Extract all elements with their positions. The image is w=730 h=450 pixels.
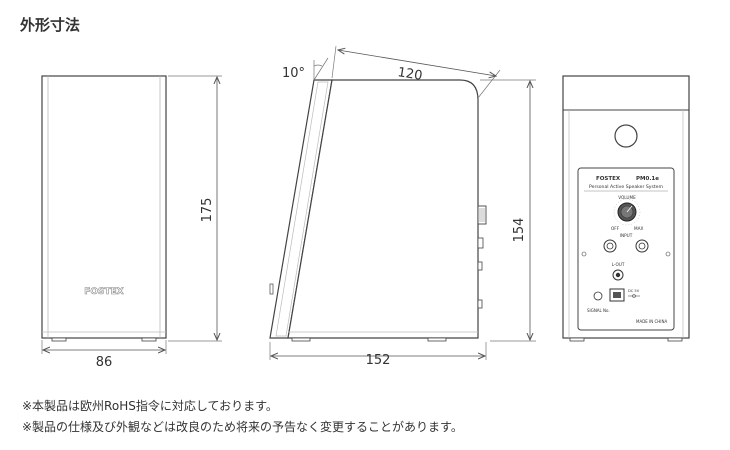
page-title: 外形寸法 bbox=[20, 16, 81, 34]
side-top-depth-dim-line bbox=[338, 50, 496, 76]
front-foot-right bbox=[141, 337, 157, 342]
notes-section: ※本製品は欧州RoHS指令に対応しております。 ※製品の仕様及び外観などは改良の… bbox=[22, 396, 463, 438]
side-view: 10° 120 152 154 bbox=[269, 45, 536, 368]
rear-max-label: MAX bbox=[634, 226, 643, 231]
front-height-dim: 175 bbox=[200, 198, 215, 223]
front-logo: FOSTEX bbox=[84, 287, 124, 297]
rear-product-desc: Personal Active Speaker System bbox=[589, 184, 663, 190]
svg-text:DC 5V: DC 5V bbox=[628, 289, 640, 293]
front-view: FOSTEX 86 175 bbox=[41, 75, 222, 370]
rear-panel bbox=[577, 167, 675, 331]
side-height-dim: 154 bbox=[512, 218, 527, 243]
note-spec-change: ※製品の仕様及び外観などは改良のため将来の予告なく変更することがあります。 bbox=[22, 420, 463, 434]
rear-brand: FOSTEX bbox=[596, 176, 621, 182]
side-body bbox=[287, 79, 479, 339]
side-foot-front bbox=[291, 337, 311, 342]
rear-made-in: MADE IN CHINA bbox=[636, 319, 667, 324]
rear-input-label: INPUT bbox=[620, 233, 633, 238]
rear-volume-label: VOLUME bbox=[618, 195, 636, 200]
rear-signal-label: SIGNAL No. bbox=[587, 308, 610, 313]
rear-view: FOSTEX PM0.1e Personal Active Speaker Sy… bbox=[562, 75, 690, 342]
rear-power-symbol bbox=[593, 291, 603, 301]
note-rohs: ※本製品は欧州RoHS指令に対応しております。 bbox=[22, 399, 278, 413]
rear-off-label: OFF bbox=[611, 226, 620, 231]
side-tilt-angle: 10° bbox=[282, 66, 305, 81]
side-bottom-depth-dim: 152 bbox=[366, 353, 391, 368]
side-top-depth-dim: 120 bbox=[396, 65, 423, 84]
side-foot-rear bbox=[427, 337, 447, 342]
rear-foot-right bbox=[667, 337, 683, 342]
rear-model: PM0.1e bbox=[636, 176, 659, 182]
front-foot-left bbox=[51, 337, 67, 342]
rear-foot-left bbox=[569, 337, 585, 342]
front-body bbox=[41, 75, 167, 339]
side-input-jack bbox=[477, 237, 484, 249]
rear-l-out-label: L-OUT bbox=[612, 262, 625, 267]
rear-bass-port bbox=[614, 124, 638, 148]
front-width-dim: 86 bbox=[96, 355, 113, 370]
